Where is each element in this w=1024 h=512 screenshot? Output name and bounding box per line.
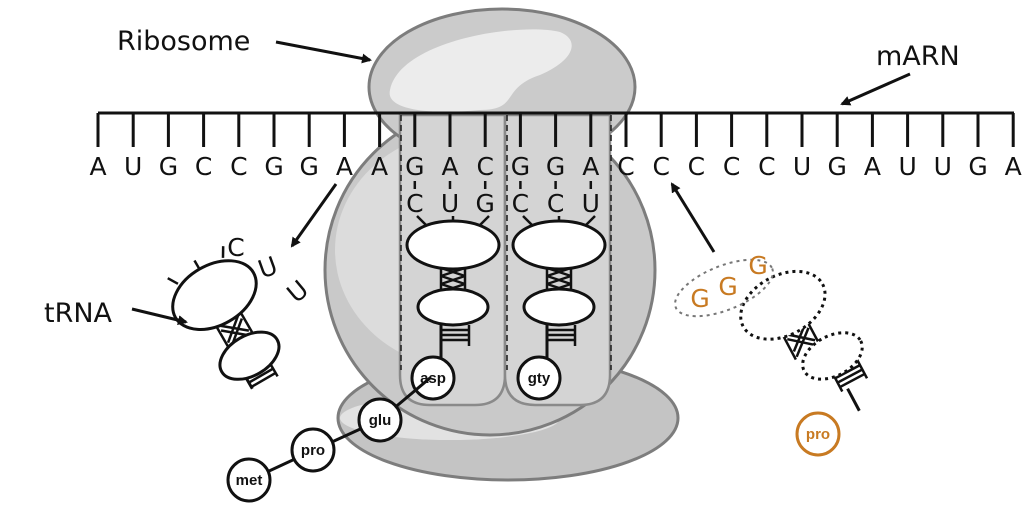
incoming-anticodon-outline [674,258,774,318]
svg-text:met: met [236,472,263,489]
amino-acid-asp [410,355,456,401]
amino-acid-incoming-pro: pro [795,411,841,457]
mrna-base: C [652,152,669,181]
anticodon-base: G [476,189,495,218]
site-dividers [400,115,612,370]
mrna-base: A [371,152,388,181]
mrna-base: A [864,152,881,181]
ribosome-arrow [275,40,372,64]
mrna-base: G [828,152,847,181]
mrna-base: G [159,152,178,181]
mrna-label: mARN [876,41,960,72]
anticodon-base: U [582,189,600,218]
mrna-base: A [441,152,458,181]
ribosome-label: Ribosome [117,26,250,57]
incoming-anticodon-1: G [690,284,709,313]
svg-text:pro: pro [806,426,830,443]
incoming-anticodon-2: G [718,272,737,301]
mrna-base: C [723,152,740,181]
mrna-base: A [1005,152,1022,181]
mrna-base: C [617,152,634,181]
svg-text:pro: pro [301,442,325,459]
anticodon-base: U [441,189,459,218]
mrna-base: A [89,152,106,181]
amino-acid-pro: pro [290,427,336,473]
amino-acid-gty [516,355,562,401]
mrna-base: G [300,152,319,181]
mrna-base: U [934,152,952,181]
amino-acid-label: gty [528,370,551,387]
incoming-anticodon-3: G [748,251,767,280]
mrna-base: C [195,152,212,181]
peptide-chain: met pro glu [226,376,431,503]
mrna-arrow [840,72,911,106]
amino-acid-met: met [226,457,272,503]
exit-arrow [290,183,338,248]
mrna-base: G [264,152,283,181]
mrna-base: U [124,152,142,181]
anticodon-base: C [547,189,564,218]
mrna-base: G [546,152,565,181]
mrna-base: U [793,152,811,181]
exiting-anticodon-2: U [254,251,281,285]
mrna-base: A [336,152,353,181]
mrna-base: A [582,152,599,181]
svg-text:glu: glu [369,412,392,429]
mrna-base: C [230,152,247,181]
ribosome-small-highlight [389,29,572,112]
mrna-base: G [405,152,424,181]
mrna-base: G [968,152,987,181]
anticodon-base: C [512,189,529,218]
amino-acid-glu: glu [357,397,403,443]
exiting-anticodon-3: U [281,275,314,309]
mrna-base: C [688,152,705,181]
mrna-base: C [476,152,493,181]
mrna-base: G [511,152,530,181]
anticodon-base: C [406,189,423,218]
trna-label: tRNA [44,298,113,329]
exiting-anticodon-1: C [227,233,244,262]
incoming-trna [739,269,869,412]
mrna-base: C [758,152,775,181]
exiting-trna [167,246,281,390]
trna-arrow [131,307,188,325]
entry-arrow [670,182,716,253]
mrna-base: U [898,152,916,181]
